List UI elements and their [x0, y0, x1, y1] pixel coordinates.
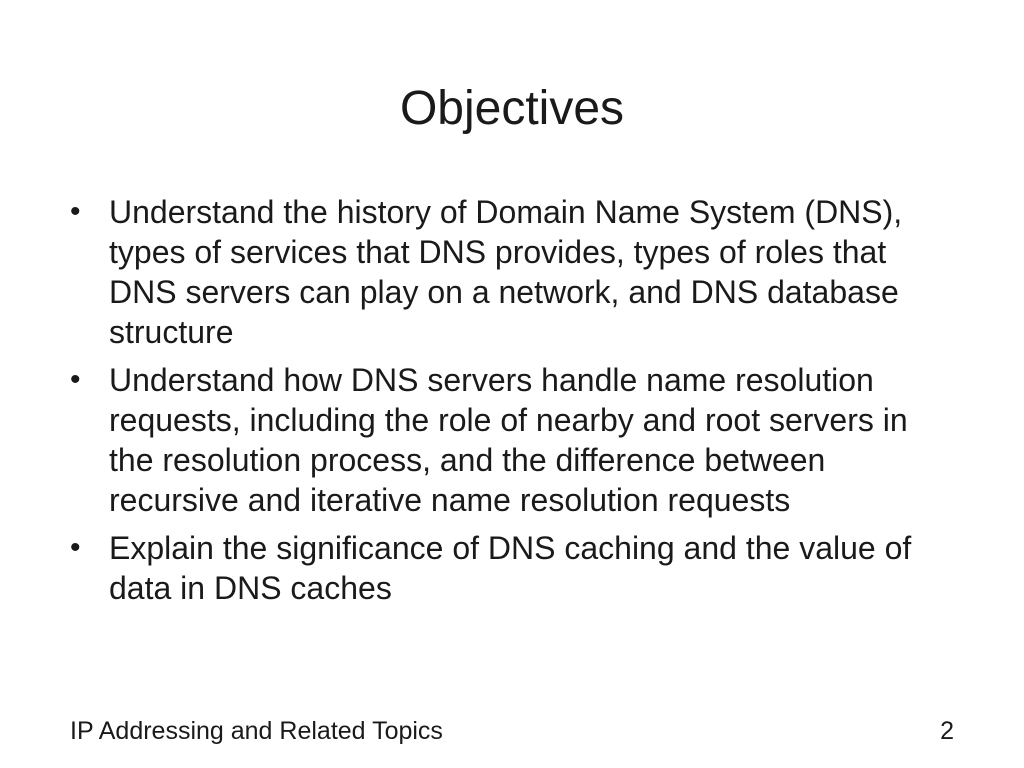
bullet-list: • Understand the history of Domain Name … — [70, 192, 960, 616]
bullet-item: • Understand the history of Domain Name … — [70, 192, 960, 352]
bullet-item: • Explain the significance of DNS cachin… — [70, 528, 960, 608]
bullet-marker: • — [70, 531, 81, 564]
bullet-text: Understand the history of Domain Name Sy… — [109, 194, 903, 350]
bullet-text: Explain the significance of DNS caching … — [109, 530, 912, 606]
bullet-text: Understand how DNS servers handle name r… — [109, 362, 908, 518]
slide-title: Objectives — [399, 82, 625, 135]
footer-title: IP Addressing and Related Topics — [70, 717, 443, 745]
bullet-marker: • — [70, 195, 81, 228]
page-number: 2 — [940, 717, 954, 745]
bullet-marker: • — [70, 363, 81, 396]
bullet-item: • Understand how DNS servers handle name… — [70, 360, 960, 520]
